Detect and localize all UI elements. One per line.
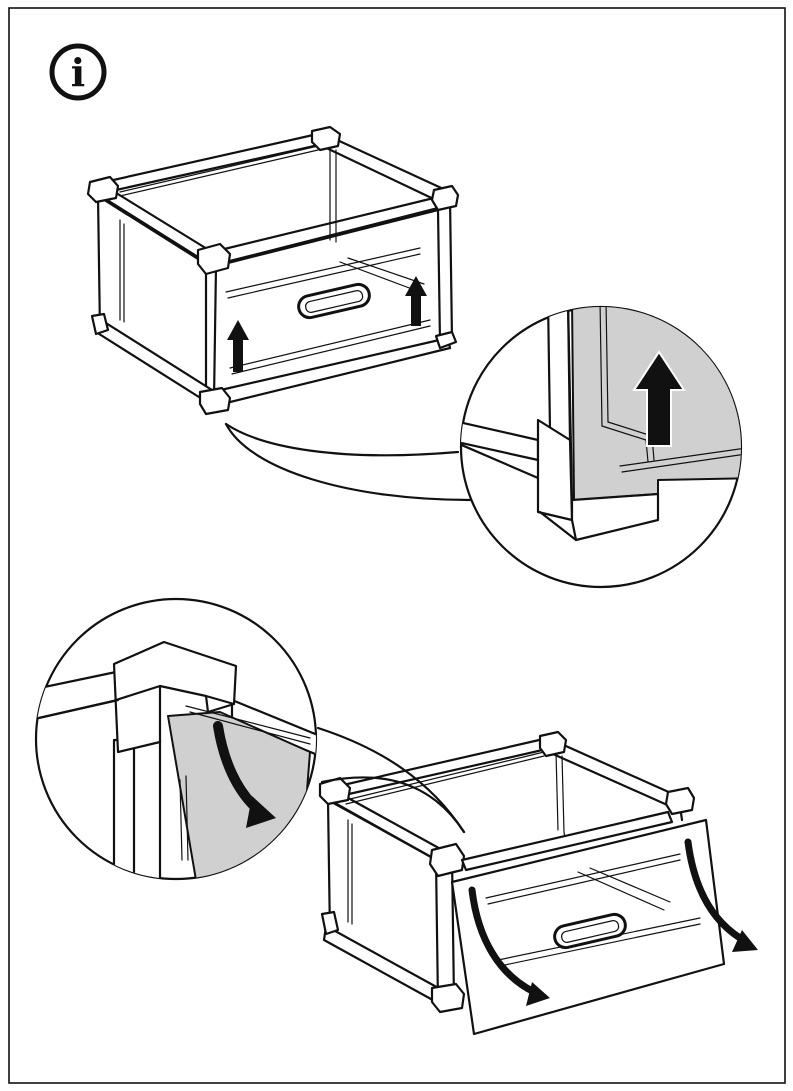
arrow-curved-down-icon [213, 721, 276, 828]
arrow-curved-down-icon [684, 838, 758, 952]
arrow-curved-down-icon [468, 886, 550, 1006]
drawer-assembly-top [86, 125, 460, 416]
arrow-up-icon [405, 276, 427, 326]
drawer-handle [553, 912, 627, 950]
zoom-detail-tilt [34, 597, 318, 881]
info-icon: i [49, 43, 107, 101]
zoom-detail-lift [459, 305, 743, 589]
arrow-up-icon [632, 350, 686, 447]
info-glyph: i [71, 50, 85, 95]
arrow-up-icon [227, 320, 249, 372]
callout-leader-top [224, 422, 472, 502]
drawer-handle [297, 282, 371, 320]
page-border [8, 7, 786, 1084]
